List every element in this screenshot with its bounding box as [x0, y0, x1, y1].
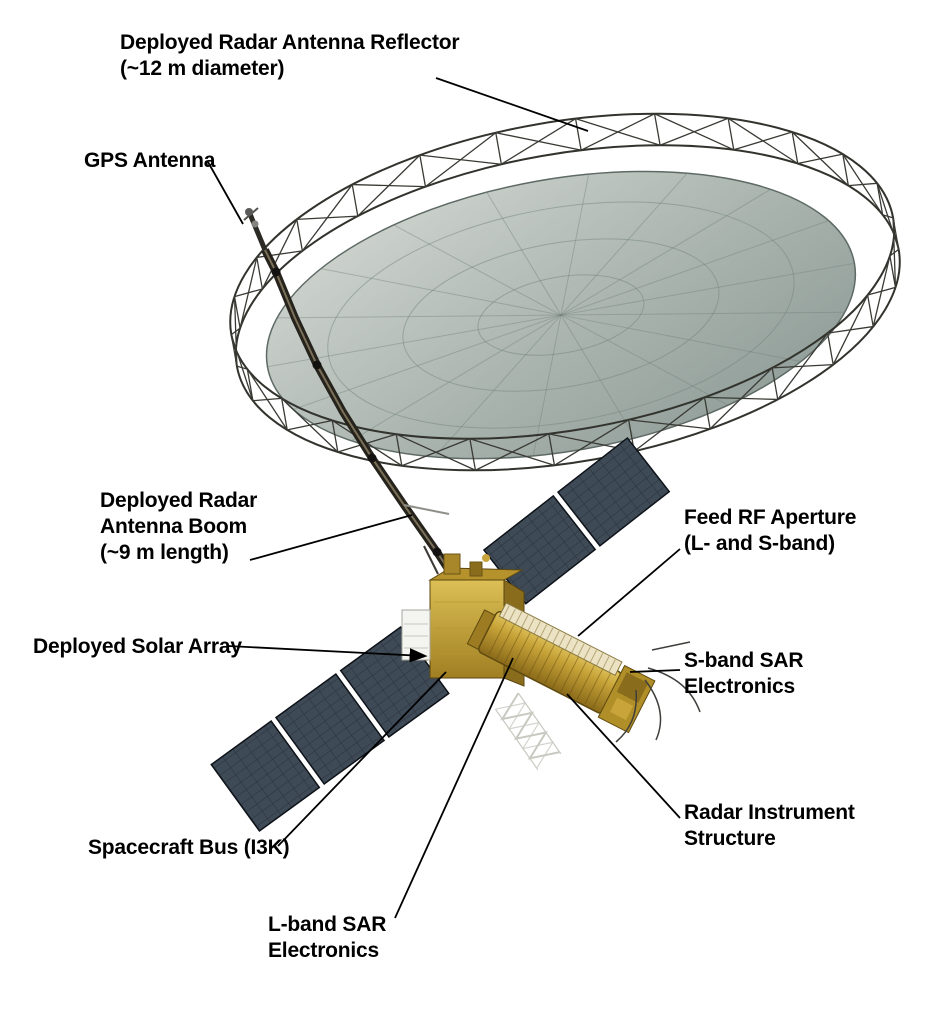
label-text: Deployed Radar Antenna Reflector: [120, 31, 460, 54]
label-text: (~9 m length): [100, 541, 229, 564]
label-text: S-band SAR: [684, 649, 804, 672]
leader-feed: [577, 548, 681, 637]
leader-sband: [629, 669, 681, 673]
label-lband-electronics: L-band SAR Electronics: [268, 912, 386, 964]
label-text: (L- and S-band): [684, 532, 835, 555]
gps-antenna: [243, 207, 268, 251]
radar-reflector-dish: [229, 112, 901, 472]
label-reflector: Deployed Radar Antenna Reflector (~12 m …: [120, 30, 460, 82]
leader-solar: [227, 645, 428, 663]
leader-gps: [207, 161, 244, 225]
label-spacecraft-bus: Spacecraft Bus (I3K): [88, 835, 290, 861]
label-instrument-structure: Radar Instrument Structure: [684, 800, 855, 852]
label-sband-electronics: S-band SAR Electronics: [684, 648, 804, 700]
radar-antenna-boom: [243, 207, 472, 603]
label-feed-aperture: Feed RF Aperture (L- and S-band): [684, 505, 856, 557]
label-text: Electronics: [268, 939, 380, 962]
sband-electronics-box: [597, 664, 656, 734]
label-solar-array: Deployed Solar Array: [33, 634, 242, 660]
solar-array-upper: [482, 436, 671, 605]
label-boom: Deployed Radar Antenna Boom (~9 m length…: [100, 488, 257, 566]
solar-array-lower: [210, 626, 450, 832]
label-text: Antenna Boom: [100, 515, 247, 538]
leader-bus: [277, 671, 447, 847]
radiator-panel: [401, 609, 431, 661]
label-text: L-band SAR: [268, 913, 387, 936]
feed-rf-aperture: [498, 602, 623, 676]
label-text: Spacecraft Bus (I3K): [88, 836, 290, 859]
label-text: Structure: [684, 827, 776, 850]
label-gps-antenna: GPS Antenna: [84, 148, 215, 174]
label-text: Electronics: [684, 675, 796, 698]
wire-antennas: [615, 641, 701, 743]
label-text: GPS Antenna: [84, 149, 216, 172]
label-text: Feed RF Aperture: [684, 506, 857, 529]
label-text: Deployed Solar Array: [33, 635, 242, 658]
leader-lines: [207, 77, 681, 919]
leader-boom: [249, 514, 413, 561]
leader-reflector: [435, 77, 589, 132]
label-text: Radar Instrument: [684, 801, 855, 824]
label-text: Deployed Radar: [100, 489, 258, 512]
leader-structure: [566, 693, 681, 819]
leader-lband: [394, 657, 514, 919]
label-text: (~12 m diameter): [120, 57, 285, 80]
radar-instrument-structure: [466, 602, 656, 734]
deployable-lattice: [494, 692, 562, 771]
